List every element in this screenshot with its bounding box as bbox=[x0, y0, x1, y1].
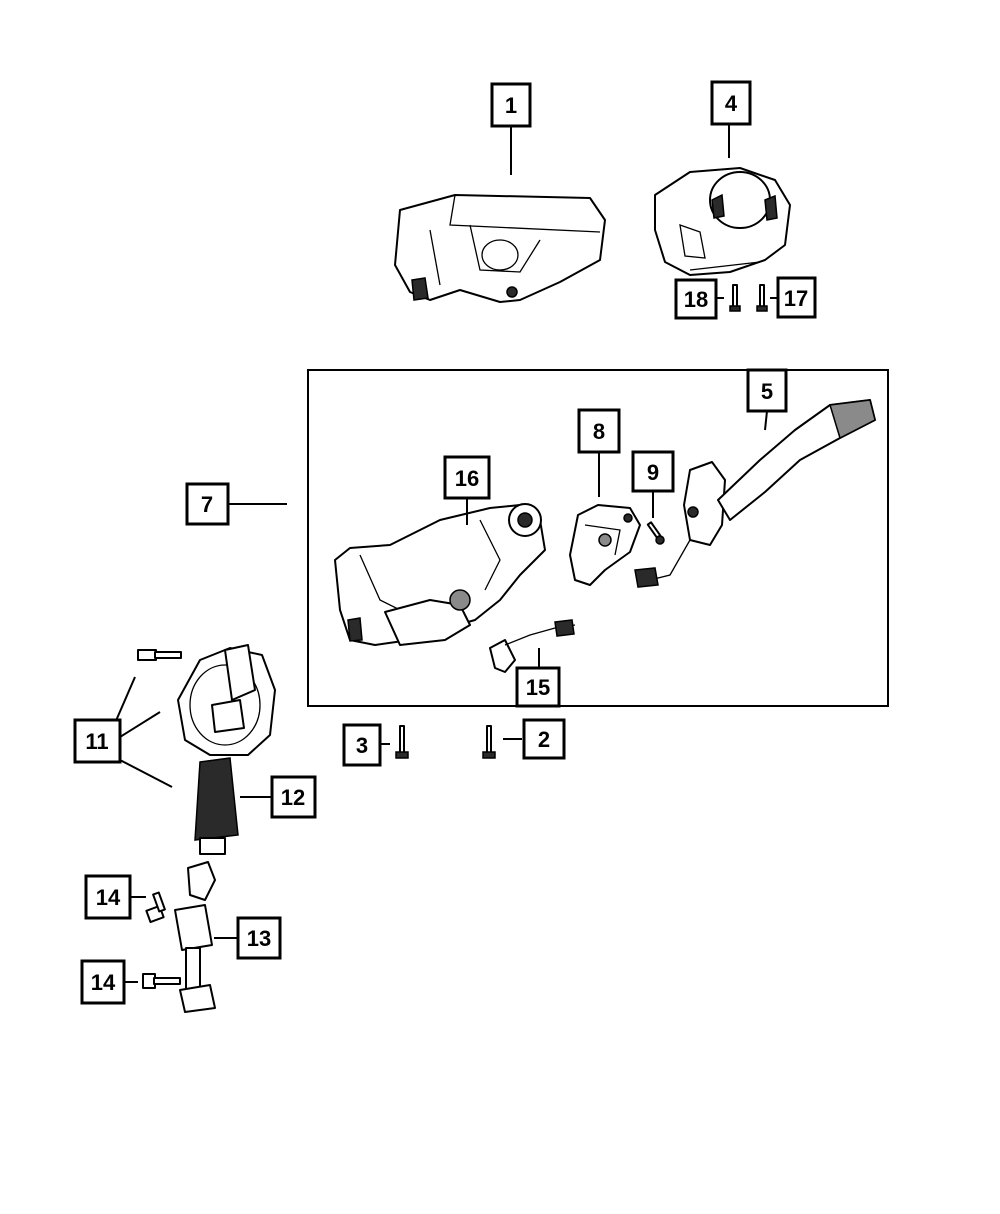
callout-7[interactable]: 7 bbox=[185, 482, 230, 526]
callout-label: 9 bbox=[647, 460, 659, 485]
callout-label: 2 bbox=[538, 727, 550, 752]
part-wiring-harness[interactable] bbox=[489, 619, 576, 673]
part-lever-switch[interactable] bbox=[634, 399, 876, 588]
leader-5 bbox=[764, 410, 768, 431]
callout-13[interactable]: 13 bbox=[236, 916, 282, 960]
callout-label: 13 bbox=[247, 926, 271, 951]
callout-label: 4 bbox=[725, 91, 738, 116]
callout-12[interactable]: 12 bbox=[270, 775, 317, 819]
part-screw-17[interactable] bbox=[756, 284, 768, 312]
callout-4[interactable]: 4 bbox=[710, 80, 752, 126]
part-upper-housing[interactable] bbox=[394, 194, 606, 303]
callout-18[interactable]: 18 bbox=[674, 278, 718, 320]
part-bolt-3[interactable] bbox=[395, 725, 409, 759]
callout-2[interactable]: 2 bbox=[522, 718, 566, 760]
callout-label: 14 bbox=[96, 885, 121, 910]
callout-5[interactable]: 5 bbox=[746, 368, 788, 413]
callout-label: 7 bbox=[201, 492, 213, 517]
callout-label: 18 bbox=[684, 287, 708, 312]
part-boot-seal[interactable] bbox=[194, 757, 239, 855]
callout-label: 8 bbox=[593, 419, 605, 444]
part-steering-column[interactable] bbox=[334, 503, 546, 646]
callout-label: 11 bbox=[85, 729, 108, 754]
callout-16[interactable]: 16 bbox=[443, 455, 491, 500]
callout-14-lower[interactable]: 14 bbox=[80, 959, 126, 1005]
callout-label: 16 bbox=[455, 466, 479, 491]
leader-11 bbox=[114, 676, 173, 788]
callout-label: 15 bbox=[526, 675, 550, 700]
part-bolt-2[interactable] bbox=[482, 725, 496, 759]
callout-label: 17 bbox=[784, 286, 808, 311]
callout-8[interactable]: 8 bbox=[577, 408, 621, 454]
part-column-shroud[interactable] bbox=[654, 167, 791, 276]
callout-label: 12 bbox=[281, 785, 305, 810]
part-bolt-14-lower[interactable] bbox=[142, 973, 181, 989]
callout-3[interactable]: 3 bbox=[342, 723, 382, 767]
part-screw-18[interactable] bbox=[729, 284, 741, 312]
callout-9[interactable]: 9 bbox=[631, 450, 675, 493]
part-bolt-14-upper[interactable] bbox=[145, 891, 166, 924]
callout-15[interactable]: 15 bbox=[515, 666, 561, 708]
callout-label: 14 bbox=[91, 970, 116, 995]
callout-11[interactable]: 11 bbox=[73, 718, 122, 764]
callout-14-upper[interactable]: 14 bbox=[84, 874, 132, 920]
part-switch-module[interactable] bbox=[569, 504, 641, 586]
part-bolt-11[interactable] bbox=[137, 649, 182, 661]
callout-label: 3 bbox=[356, 733, 368, 758]
callout-label: 1 bbox=[505, 93, 517, 118]
part-universal-joint[interactable] bbox=[174, 861, 216, 1013]
callout-label: 5 bbox=[761, 379, 773, 404]
part-clockspring[interactable] bbox=[177, 644, 276, 756]
assembly-group-frame bbox=[307, 369, 889, 707]
callout-1[interactable]: 1 bbox=[490, 82, 532, 128]
part-screw-9[interactable] bbox=[646, 521, 665, 545]
callout-17[interactable]: 17 bbox=[776, 276, 817, 319]
